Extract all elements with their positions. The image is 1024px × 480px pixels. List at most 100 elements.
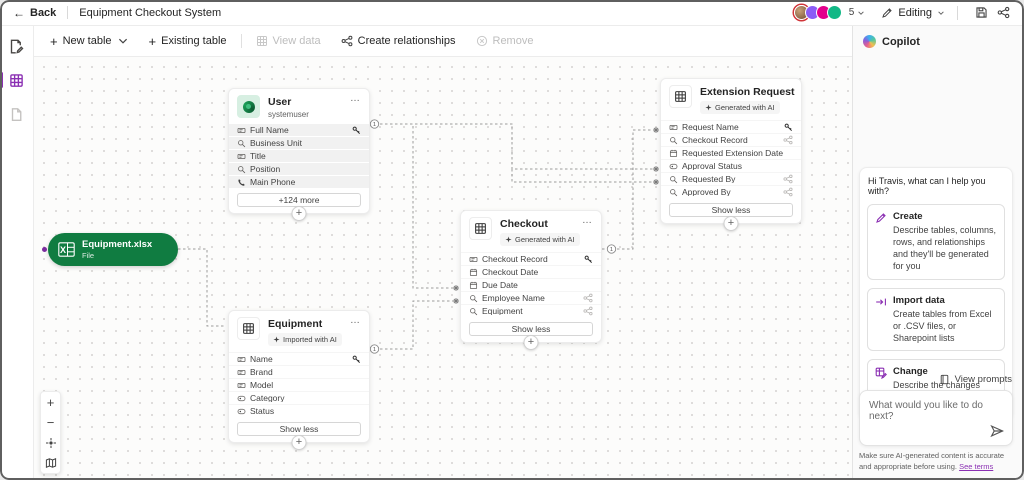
view-prompts-button[interactable]: View prompts (939, 374, 1012, 385)
copilot-input[interactable]: What would you like to do next? (859, 390, 1013, 446)
send-icon[interactable] (990, 424, 1004, 438)
column-row[interactable]: Requested Extension Date (661, 146, 801, 159)
column-row[interactable]: Due Date (461, 278, 601, 291)
minimap-button[interactable] (44, 456, 57, 469)
column-row[interactable]: Name (229, 352, 369, 365)
create-relationships-label: Create relationships (357, 35, 456, 47)
avatar[interactable] (826, 5, 842, 20)
entity-card-user[interactable]: User systemuser … Full Name Business Uni… (228, 88, 370, 222)
column-row[interactable]: Equipment (461, 304, 601, 317)
remove-button[interactable]: Remove (466, 26, 544, 56)
column-row[interactable]: Position (229, 162, 369, 176)
plus-icon: + (148, 33, 157, 49)
column-label: Status (250, 406, 275, 416)
zoom-out-button[interactable]: − (46, 415, 55, 430)
existing-table-label: Existing table (161, 35, 227, 47)
entity-card-checkout[interactable]: Checkout Generated with AI … Checkout Re… (460, 210, 602, 351)
back-label: Back (30, 6, 57, 19)
suggestion-card-create[interactable]: Create Describe tables, columns, rows, a… (867, 204, 1005, 280)
column-row[interactable]: Status (229, 404, 369, 417)
choice-icon (669, 162, 678, 171)
show-less-button[interactable]: Show less (469, 322, 593, 337)
suggestion-description: Create tables from Excel or .CSV files, … (893, 308, 992, 343)
fit-view-button[interactable] (44, 436, 57, 449)
map-icon (45, 457, 57, 469)
show-less-button[interactable]: Show less (669, 203, 793, 218)
view-data-button[interactable]: View data (246, 26, 331, 56)
column-label: Requested By (682, 174, 736, 184)
entity-title: User (268, 96, 292, 108)
add-related-table-button[interactable]: + (291, 435, 307, 451)
entity-title: Equipment (268, 318, 323, 330)
top-bar: ← Back Equipment Checkout System 5 Editi… (0, 0, 1024, 26)
more-columns-button[interactable]: +124 more (237, 193, 361, 208)
column-row[interactable]: Approval Status (661, 159, 801, 172)
presence-avatars[interactable] (793, 5, 842, 20)
column-label: Brand (250, 367, 273, 377)
more-options-button[interactable]: … (782, 83, 793, 94)
share-button[interactable] (992, 3, 1014, 23)
column-row[interactable]: Checkout Date (461, 265, 601, 278)
entity-card-equipment[interactable]: Equipment Imported with AI … Name Brand … (228, 310, 370, 451)
presence-count[interactable]: 5 (848, 7, 855, 18)
suggestion-card-import-data[interactable]: Import data Create tables from Excel or … (867, 287, 1005, 351)
column-row[interactable]: Full Name (229, 123, 369, 137)
ai-badge: Generated with AI (700, 101, 780, 115)
table-icon (9, 73, 24, 88)
ai-badge: Imported with AI (268, 333, 342, 347)
choice-icon (237, 407, 246, 416)
mode-label: Editing (898, 6, 932, 19)
more-options-button[interactable]: … (582, 215, 593, 226)
column-label: Checkout Date (482, 267, 539, 277)
column-label: Requested Extension Date (682, 148, 784, 158)
pencil-icon (881, 7, 893, 19)
save-button[interactable] (970, 3, 992, 23)
copilot-title: Copilot (882, 35, 920, 48)
zoom-in-button[interactable]: + (46, 395, 55, 410)
excel-file-icon (58, 242, 75, 257)
divider (240, 34, 242, 48)
ai-badge: Generated with AI (500, 233, 580, 247)
column-row[interactable]: Approved By (661, 185, 801, 198)
copilot-greeting: Hi Travis, what can I help you with? (868, 176, 986, 196)
column-row[interactable]: Category (229, 391, 369, 404)
column-label: Due Date (482, 280, 518, 290)
entity-card-extension-request[interactable]: Extension Request Generated with AI … Re… (660, 78, 802, 232)
divider (957, 5, 958, 20)
remove-label: Remove (492, 35, 534, 47)
see-terms-link[interactable]: See terms (959, 461, 994, 471)
more-options-button[interactable]: … (350, 315, 361, 326)
file-port-dot (42, 247, 47, 252)
column-label: Category (250, 393, 285, 403)
disclaimer-text: Make sure AI-generated content is accura… (859, 451, 1005, 471)
column-row[interactable]: Checkout Record (461, 252, 601, 265)
column-row[interactable]: Requested By (661, 172, 801, 185)
column-row[interactable]: Model (229, 378, 369, 391)
rail-item-tables[interactable] (0, 68, 29, 92)
add-related-table-button[interactable]: + (723, 216, 739, 232)
column-row[interactable]: Brand (229, 365, 369, 378)
editing-mode-dropdown[interactable]: Editing (881, 7, 945, 19)
show-less-button[interactable]: Show less (237, 422, 361, 437)
column-row[interactable]: Title (229, 149, 369, 163)
copilot-header: Copilot (853, 26, 1024, 57)
rail-item-files[interactable] (5, 102, 29, 126)
rail-item-new[interactable] (5, 34, 29, 58)
back-button[interactable]: ← Back (13, 6, 56, 20)
existing-table-button[interactable]: + Existing table (139, 26, 237, 56)
new-table-button[interactable]: + New table (40, 26, 139, 56)
column-row[interactable]: Business Unit (229, 136, 369, 150)
more-options-button[interactable]: … (350, 93, 361, 104)
file-node-equipment-xlsx[interactable]: Equipment.xlsx File (48, 233, 178, 266)
add-related-table-button[interactable]: + (291, 206, 307, 222)
column-row[interactable]: Checkout Record (661, 133, 801, 146)
create-relationships-button[interactable]: Create relationships (331, 26, 466, 56)
column-row[interactable]: Employee Name (461, 291, 601, 304)
column-row[interactable]: Main Phone (229, 175, 369, 189)
lookup-icon (237, 139, 246, 148)
add-related-table-button[interactable]: + (523, 335, 539, 351)
ai-disclaimer: Make sure AI-generated content is accura… (859, 451, 1017, 473)
page-title: Equipment Checkout System (79, 6, 222, 19)
import-ai-icon (273, 336, 280, 343)
column-row[interactable]: Request Name (661, 120, 801, 133)
